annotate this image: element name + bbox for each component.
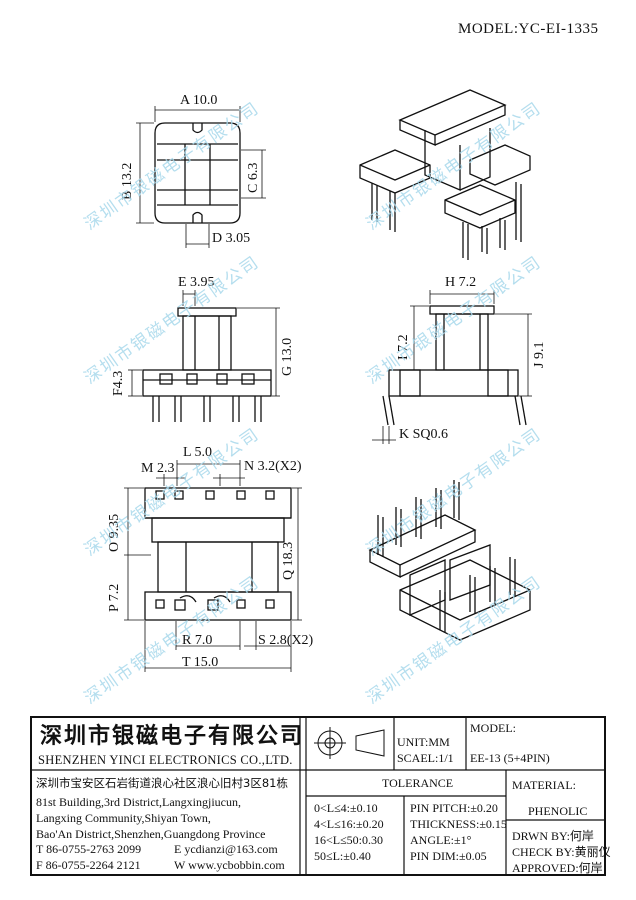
- model-number-header: MODEL:YC-EI-1335: [458, 21, 599, 37]
- address-line-2: 81st Building,3rd District,Langxingjiucu…: [36, 795, 241, 809]
- model-value: EE-13 (5+4PIN): [470, 751, 550, 765]
- dim-q-label: Q 18.3: [281, 541, 296, 580]
- tolerance-row-3: 16<L≤50:0.30: [314, 833, 384, 847]
- tolerance-angle: ANGLE:±1°: [410, 833, 472, 847]
- dim-n-label: N 3.2(X2): [244, 459, 302, 474]
- tolerance-pin-pitch: PIN PITCH:±0.20: [410, 801, 498, 815]
- contact-tel: T 86-0755-2763 2099: [36, 842, 142, 856]
- title-block-lines: [30, 716, 606, 876]
- dim-r-label: R 7.0: [182, 633, 213, 648]
- company-name-en: SHENZHEN YINCI ELECTRONICS CO.,LTD.: [38, 753, 293, 767]
- front-view: [128, 290, 280, 422]
- dim-j-label: J 9.1: [532, 341, 547, 368]
- material-label: MATERIAL:: [512, 778, 576, 792]
- tolerance-row-2: 4<L≤16:±0.20: [314, 817, 384, 831]
- tolerance-thickness: THICKNESS:±0.15: [410, 817, 507, 831]
- dim-l-label: L 5.0: [183, 445, 213, 460]
- dim-k-label: K SQ0.6: [399, 427, 449, 442]
- top-view: [136, 106, 266, 248]
- drawn-by: DRWN BY:何岸: [512, 829, 594, 843]
- tolerance-row-4: 50≤L:±0.40: [314, 849, 371, 863]
- model-label: MODEL:: [470, 721, 516, 735]
- material-value: PHENOLIC: [528, 804, 588, 818]
- contact-web: W www.ycbobbin.com: [174, 858, 285, 872]
- tolerance-row-1: 0<L≤4:±0.10: [314, 801, 378, 815]
- isometric-view-bottom: [368, 480, 531, 641]
- dim-c-label: C 6.3: [246, 162, 261, 193]
- dim-m-label: M 2.3: [141, 461, 175, 476]
- dim-g-label: G 13.0: [280, 337, 295, 376]
- checked-by: CHECK BY:黄丽仪: [512, 845, 611, 859]
- address-line-4: Bao'An District,Shenzhen,Guangdong Provi…: [36, 827, 266, 841]
- tolerance-title: TOLERANCE: [382, 776, 454, 790]
- address-line-3: Langxing Community,Shiyan Town,: [36, 811, 211, 825]
- company-name-cn: 深圳市银磁电子有限公司: [40, 724, 305, 749]
- dim-a-label: A 10.0: [180, 93, 218, 108]
- dim-p-label: P 7.2: [107, 583, 122, 612]
- dim-d-label: D 3.05: [212, 231, 251, 246]
- scale-label: SCAEL:1/1: [397, 751, 454, 765]
- bottom-view: [124, 460, 302, 672]
- title-block: [30, 716, 606, 876]
- contact-email: E ycdianzi@163.com: [174, 842, 278, 856]
- dim-h-label: H 7.2: [445, 275, 477, 290]
- side-view: [372, 290, 532, 444]
- dim-f-label: F4.3: [111, 370, 126, 396]
- approved-by: APPROVED:何岸: [512, 861, 603, 875]
- isometric-view-top: [359, 89, 531, 260]
- projection-symbol: [314, 727, 385, 759]
- dim-s-label: S 2.8(X2): [258, 633, 314, 648]
- tolerance-pin-dim: PIN DIM:±0.05: [410, 849, 487, 863]
- address-line-1: 深圳市宝安区石岩街道浪心社区浪心旧村3区81栋: [36, 776, 288, 790]
- unit-label: UNIT:MM: [397, 735, 450, 749]
- dim-e-label: E 3.95: [178, 275, 215, 290]
- dim-t-label: T 15.0: [182, 655, 219, 670]
- contact-fax: F 86-0755-2264 2121: [36, 858, 141, 872]
